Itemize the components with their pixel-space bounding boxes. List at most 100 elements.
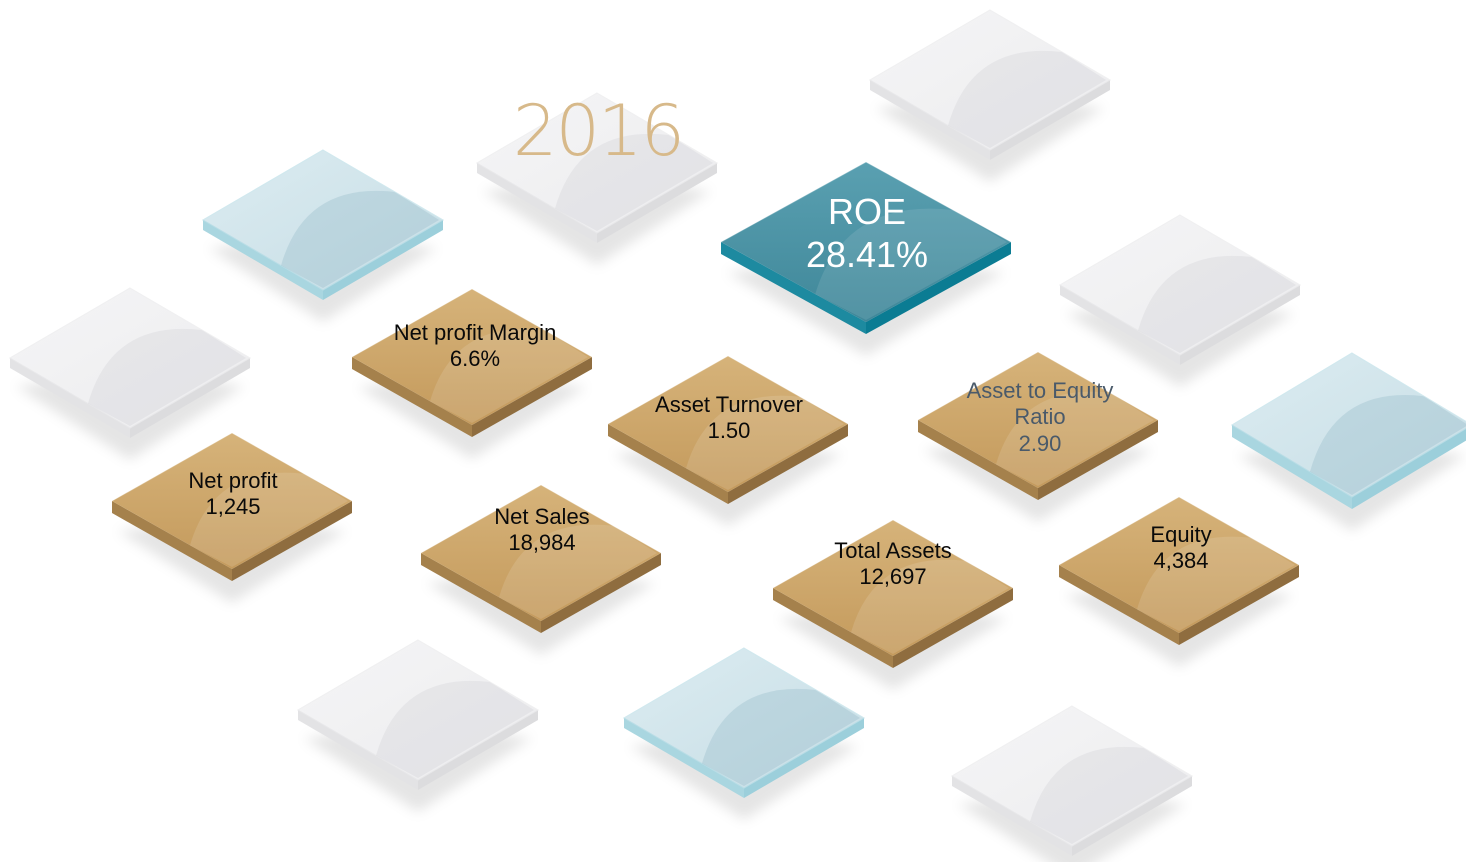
glass-tile-blue-bottom-sheen xyxy=(623,647,865,719)
asset-to-equity-tile-gloss xyxy=(996,391,1154,486)
glass-tile-behind-year-side-right xyxy=(597,163,717,243)
glass-tile-blue-bottom xyxy=(623,647,865,820)
asset-turnover-label: Asset Turnover 1.50 xyxy=(619,392,839,445)
glass-tile-behind-year-sheen xyxy=(476,92,718,164)
glass-tile-left-middle-sheen xyxy=(9,287,251,359)
total-assets-tile-side-right xyxy=(893,588,1013,668)
roe-tile-side-left xyxy=(721,242,866,334)
equity-tile-side-right xyxy=(1179,565,1299,645)
net-sales-tile-top xyxy=(421,485,661,621)
glass-tile-bottom-right-gloss xyxy=(1030,746,1188,844)
glass-tile-top-right xyxy=(869,9,1111,182)
glass-tile-left-middle xyxy=(9,287,251,460)
asset-turnover-title: Asset Turnover xyxy=(655,392,803,417)
glass-tile-blue-upper-left-gloss xyxy=(281,190,439,288)
asset-to-equity-value: 2.90 xyxy=(1018,430,1062,456)
roe-tile xyxy=(720,161,1012,356)
net-profit-title: Net profit xyxy=(188,468,278,493)
glass-tile-right-middle-gloss xyxy=(1138,255,1296,353)
glass-tile-right-middle-side-left xyxy=(1060,285,1180,365)
net-sales-tile-gloss xyxy=(499,524,657,619)
net-sales-tile-side-right xyxy=(541,553,661,633)
equity-tile-gloss xyxy=(1137,536,1295,631)
glass-tile-blue-upper-left xyxy=(202,149,444,322)
net-profit-margin-tile-top xyxy=(352,289,592,425)
asset-to-equity-label: Asset to Equity Ratio 2.90 xyxy=(930,378,1150,457)
glass-tile-behind-year xyxy=(476,92,718,265)
glass-tile-top-right-side-right xyxy=(990,80,1110,160)
glass-tile-blue-right-side-left xyxy=(1232,425,1352,509)
net-profit-margin-label: Net profit Margin 6.6% xyxy=(365,320,585,373)
glass-tile-left-middle-gloss xyxy=(88,328,246,426)
glass-tile-bottom-left-side-right xyxy=(418,710,538,790)
net-profit-tile-sheen xyxy=(111,432,353,502)
equity-tile xyxy=(1058,496,1300,667)
roe-tile-sheen xyxy=(720,161,1012,243)
equity-title: Equity xyxy=(1150,522,1212,547)
glass-tile-right-middle xyxy=(1059,214,1301,387)
asset-turnover-tile-side-left xyxy=(608,424,728,504)
glass-tile-bottom-left-side-left xyxy=(298,710,418,790)
glass-tile-blue-bottom-side-right xyxy=(744,718,864,798)
glass-tile-bottom-right xyxy=(951,705,1193,862)
equity-tile-side-left xyxy=(1059,565,1179,645)
glass-tile-blue-right xyxy=(1231,352,1466,531)
glass-tile-blue-right-top xyxy=(1231,352,1466,498)
glass-tile-behind-year-top xyxy=(476,92,718,234)
net-sales-title: Net Sales xyxy=(494,504,590,529)
glass-tile-bottom-left-gloss xyxy=(376,680,534,778)
asset-turnover-tile-sheen xyxy=(607,355,849,425)
glass-tile-top-right-gloss xyxy=(948,50,1106,148)
net-profit-margin-tile-gloss xyxy=(430,328,588,423)
roe-tile-side-right xyxy=(866,242,1011,334)
asset-turnover-value: 1.50 xyxy=(707,418,751,444)
equity-tile-sheen xyxy=(1058,496,1300,566)
asset-to-equity-tile xyxy=(917,351,1159,522)
net-profit-label: Net profit 1,245 xyxy=(123,468,343,521)
net-sales-tile-sheen xyxy=(420,484,662,554)
glass-tile-left-middle-side-left xyxy=(10,358,130,438)
total-assets-value: 12,697 xyxy=(859,564,927,590)
glass-tile-left-middle-side-right xyxy=(130,358,250,438)
glass-tile-top-right-sheen xyxy=(869,9,1111,81)
net-profit-tile-side-left xyxy=(112,501,232,581)
glass-tile-blue-right-gloss xyxy=(1310,395,1466,495)
net-sales-tile-side-left xyxy=(421,553,541,633)
glass-tile-bottom-right-side-right xyxy=(1072,776,1192,856)
glass-tile-bottom-left-sheen xyxy=(297,639,539,711)
glass-tile-blue-upper-left-side-left xyxy=(203,220,323,300)
glass-tile-blue-upper-left-side-right xyxy=(323,220,443,300)
glass-tile-blue-right-sheen xyxy=(1231,352,1466,426)
glass-tile-bottom-right-top xyxy=(951,705,1193,847)
total-assets-tile-sheen xyxy=(772,519,1014,589)
net-profit-margin-tile-sheen xyxy=(351,288,593,358)
glass-tile-bottom-right-sheen xyxy=(951,705,1193,777)
asset-to-equity-tile-side-left xyxy=(918,420,1038,500)
asset-turnover-tile-top xyxy=(608,356,848,492)
glass-tile-bottom-right-side-left xyxy=(952,776,1072,856)
net-sales-tile xyxy=(420,484,662,655)
net-sales-value: 18,984 xyxy=(508,530,576,556)
total-assets-tile-side-left xyxy=(773,588,893,668)
net-profit-margin-tile xyxy=(351,288,593,459)
net-profit-tile-top xyxy=(112,433,352,569)
glass-tile-left-middle-top xyxy=(9,287,251,429)
roe-tile-gloss xyxy=(815,208,1007,320)
asset-turnover-tile-side-right xyxy=(728,424,848,504)
asset-to-equity-tile-side-right xyxy=(1038,420,1158,500)
glass-tile-behind-year-side-left xyxy=(477,163,597,243)
net-profit-value: 1,245 xyxy=(205,494,261,520)
asset-to-equity-tile-sheen xyxy=(917,351,1159,421)
roe-tile-top xyxy=(721,162,1011,322)
total-assets-tile-top xyxy=(773,520,1013,656)
net-sales-label: Net Sales 18,984 xyxy=(432,504,652,557)
net-profit-margin-value: 6.6% xyxy=(449,346,501,372)
asset-turnover-tile xyxy=(607,355,849,526)
equity-value: 4,384 xyxy=(1153,548,1209,574)
asset-turnover-tile-gloss xyxy=(686,395,844,490)
total-assets-tile-gloss xyxy=(851,559,1009,654)
asset-to-equity-title-line1: Asset to Equity xyxy=(966,378,1114,403)
glass-tile-right-middle-sheen xyxy=(1059,214,1301,286)
roe-label: ROE 28.41% xyxy=(767,190,967,276)
